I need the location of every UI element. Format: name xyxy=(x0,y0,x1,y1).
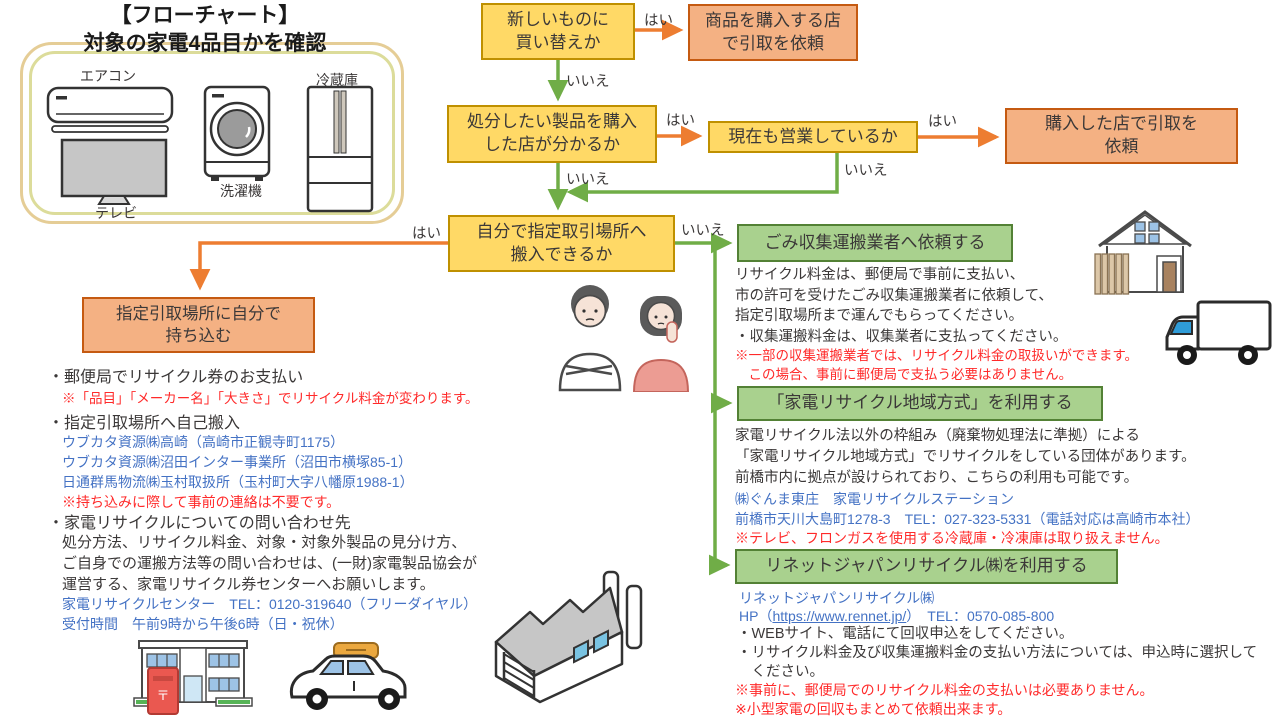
no-label-4: いいえ xyxy=(681,223,725,239)
fridge-icon xyxy=(306,85,374,213)
option3-body: ・WEBサイト、電話にて回収申込をしてください。 ・リサイクル料金及び収集運搬料… xyxy=(737,626,1258,680)
rennet-link[interactable]: https://www.rennet.jp/ xyxy=(772,608,907,624)
decision-self-carry: 自分で指定取引場所へ 搬入できるか xyxy=(448,215,675,272)
truck-icon xyxy=(1165,300,1272,365)
aircon-icon xyxy=(46,86,174,133)
option2-header: 「家電リサイクル地域方式」を利用する xyxy=(737,386,1103,421)
yes-label-1: はい xyxy=(644,13,673,29)
no-label-1: いいえ xyxy=(566,74,610,90)
option3-hp-line: HP（https://www.rennet.jp/） TEL：0570-085-… xyxy=(739,606,1054,626)
appliance-icons xyxy=(46,85,374,213)
option3-note: ※事前に、郵便局でのリサイクル料金の支払いは必要ありません。 ※小型家電の回収も… xyxy=(735,682,1154,717)
option2-contact: ㈱ぐんま東庄 家電リサイクルステーション 前橋市天川大島町1278-3 TEL：… xyxy=(735,491,1200,527)
contact-title: ・家電リサイクルについての問い合わせ先 xyxy=(48,515,351,532)
aircon-label: エアコン xyxy=(80,68,136,84)
fridge-label: 冷蔵庫 xyxy=(316,72,358,88)
post-payment-note: ※「品目」「メーカー名」「大きさ」でリサイクル料金が変わります。 xyxy=(62,391,479,406)
no-label-3: いいえ xyxy=(566,172,610,188)
option3-header: リネットジャパンリサイクル㈱を利用する xyxy=(735,549,1118,584)
self-carry-title: ・指定引取場所へ自己搬入 xyxy=(48,415,241,432)
option1-note: ※一部の収集運搬業者では、リサイクル料金の取扱いができます。 この場合、事前に郵… xyxy=(735,348,1138,382)
tv-icon xyxy=(60,138,168,205)
washer-icon xyxy=(203,85,271,181)
carry-location-3: 日通群馬物流㈱玉村取扱所（玉村町大字八幡原1988-1） xyxy=(62,474,414,490)
woman-figure xyxy=(632,296,690,392)
self-carry-note: ※持ち込みに際して事前の連絡は不要です。 xyxy=(62,494,341,510)
factory-icon xyxy=(494,570,643,704)
intro-frame-outer xyxy=(20,42,404,224)
yes-label-4: はい xyxy=(412,226,441,242)
decision-replace-new: 新しいものに 買い替えか xyxy=(481,3,635,60)
result-bought-store-pickup: 購入した店で引取を 依頼 xyxy=(1005,108,1238,164)
contact-hours: 受付時間 午前9時から午後6時（日・祝休） xyxy=(62,616,344,632)
hp-prefix: HP（ xyxy=(739,608,773,624)
post-payment-title: ・郵便局でリサイクル券のお支払い xyxy=(48,369,304,386)
man-figure xyxy=(558,285,622,392)
intro-frame-inner xyxy=(29,51,395,215)
fence xyxy=(1094,253,1130,295)
hp-suffix: ） TEL：0570-085-800 xyxy=(906,608,1055,624)
contact-tel: 家電リサイクルセンター TEL：0120-319640（フリーダイヤル） xyxy=(62,596,478,612)
car-icon xyxy=(289,642,407,710)
tv-label: テレビ xyxy=(95,205,137,221)
people-thinking-icon xyxy=(558,285,690,392)
option2-note: ※テレビ、フロンガスを使用する冷蔵庫・冷凍庫は取り扱えません。 xyxy=(735,530,1169,546)
decision-know-store: 処分したい製品を購入 した店が分かるか xyxy=(447,105,657,163)
yes-label-3: はい xyxy=(928,114,957,130)
postbox: 〒 xyxy=(147,667,179,715)
title-line1: 【フローチャート】 xyxy=(110,4,300,27)
option3-company: リネットジャパンリサイクル㈱ xyxy=(739,590,935,606)
option1-header: ごみ収集運搬業者へ依頼する xyxy=(737,224,1013,262)
decision-still-open: 現在も営業しているか xyxy=(708,121,918,153)
contact-body: 処分方法、リサイクル料金、対象・対象外製品の見分け方、 ご自身での運搬方法等の問… xyxy=(62,534,477,593)
carry-location-1: ウブカタ資源㈱高崎（高崎市正観寺町1175） xyxy=(62,434,345,450)
no-label-2: いいえ xyxy=(844,163,888,179)
option1-body: リサイクル料金は、郵便局で事前に支払い、 市の許可を受けたごみ収集運搬業者に依頼… xyxy=(735,267,1068,345)
title-line2: 対象の家電4品目かを確認 xyxy=(83,32,327,56)
option2-body: 家電リサイクル法以外の枠組み（廃棄物処理法に準拠）による 「家電リサイクル地域方… xyxy=(735,428,1196,486)
result-self-carry: 指定引取場所に自分で 持ち込む xyxy=(82,297,315,353)
page-title: 【フローチャート】 対象の家電4品目かを確認 xyxy=(30,2,380,59)
result-new-store-pickup: 商品を購入する店 で引取を依頼 xyxy=(688,4,858,61)
yes-label-2: はい xyxy=(666,113,695,129)
washer-label: 洗濯機 xyxy=(220,183,262,199)
carry-location-2: ウブカタ資源㈱沼田インター事業所（沼田市横塚85-1） xyxy=(62,454,413,470)
house-icon xyxy=(1094,210,1192,295)
garage-door xyxy=(502,652,536,698)
svg-text:〒: 〒 xyxy=(156,688,169,703)
post-office-icon: 〒 xyxy=(133,640,253,715)
